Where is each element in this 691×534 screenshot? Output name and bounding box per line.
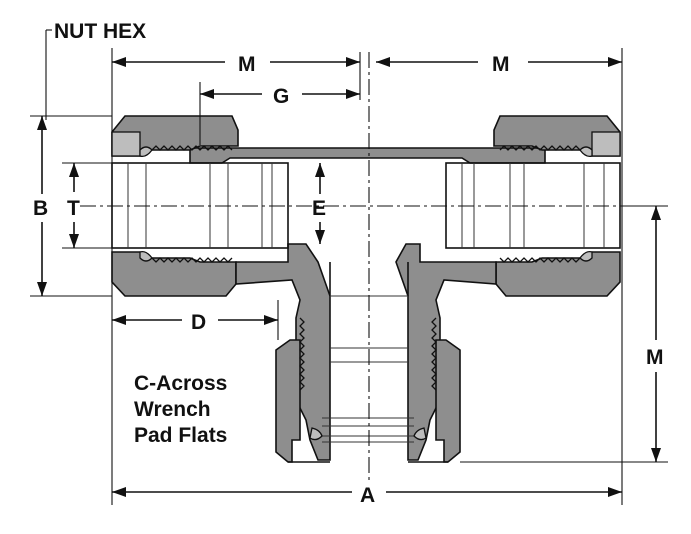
dimension-e [315, 163, 325, 244]
dimension-b [37, 116, 47, 296]
left-upper-thread [151, 145, 233, 151]
right-upper-ferrule [579, 146, 593, 158]
left-nut-face [111, 131, 141, 157]
wrench-flats-note: C-Across Wrench Pad Flats [134, 372, 227, 447]
left-upper-ferrule [139, 146, 153, 158]
label-b: B [33, 197, 48, 220]
note-line-3: Pad Flats [134, 424, 227, 447]
label-a: A [360, 484, 375, 507]
dimension-m-left [112, 57, 360, 67]
branch-right-ferrule [413, 427, 427, 441]
label-e: E [312, 197, 326, 220]
right-lower-thread [499, 257, 581, 263]
tee-fitting-body [111, 115, 621, 463]
note-line-1: C-Across [134, 372, 227, 395]
dimension-a [112, 487, 622, 497]
branch-right-thread [431, 317, 437, 391]
label-nut-hex: NUT HEX [54, 20, 146, 43]
branch-right-wall [395, 243, 497, 461]
branch-nut-right [435, 339, 461, 463]
left-lower-ferrule [139, 250, 153, 262]
label-t: T [67, 197, 80, 220]
note-line-2: Wrench [134, 398, 211, 421]
branch-left-ferrule [309, 427, 323, 441]
branch-left-thread [299, 317, 305, 391]
left-lower-thread [151, 257, 233, 263]
dimension-t [69, 163, 79, 248]
dimension-m-vertical [651, 206, 661, 462]
right-upper-thread [499, 145, 581, 151]
branch-bore [288, 262, 448, 463]
extension-lines [30, 29, 668, 505]
label-m-right: M [492, 53, 510, 76]
branch-nut-left [275, 339, 301, 463]
dimension-d [112, 315, 278, 325]
dimension-m-right [376, 57, 622, 67]
label-m-left: M [238, 53, 256, 76]
label-m-vertical: M [646, 346, 664, 369]
right-nut-face [591, 131, 621, 157]
branch-left-wall [235, 243, 331, 461]
label-g: G [273, 85, 289, 108]
right-lower-ferrule [579, 250, 593, 262]
dimension-g [200, 89, 360, 99]
run-body-upper-wall [189, 147, 546, 164]
label-d: D [191, 311, 206, 334]
